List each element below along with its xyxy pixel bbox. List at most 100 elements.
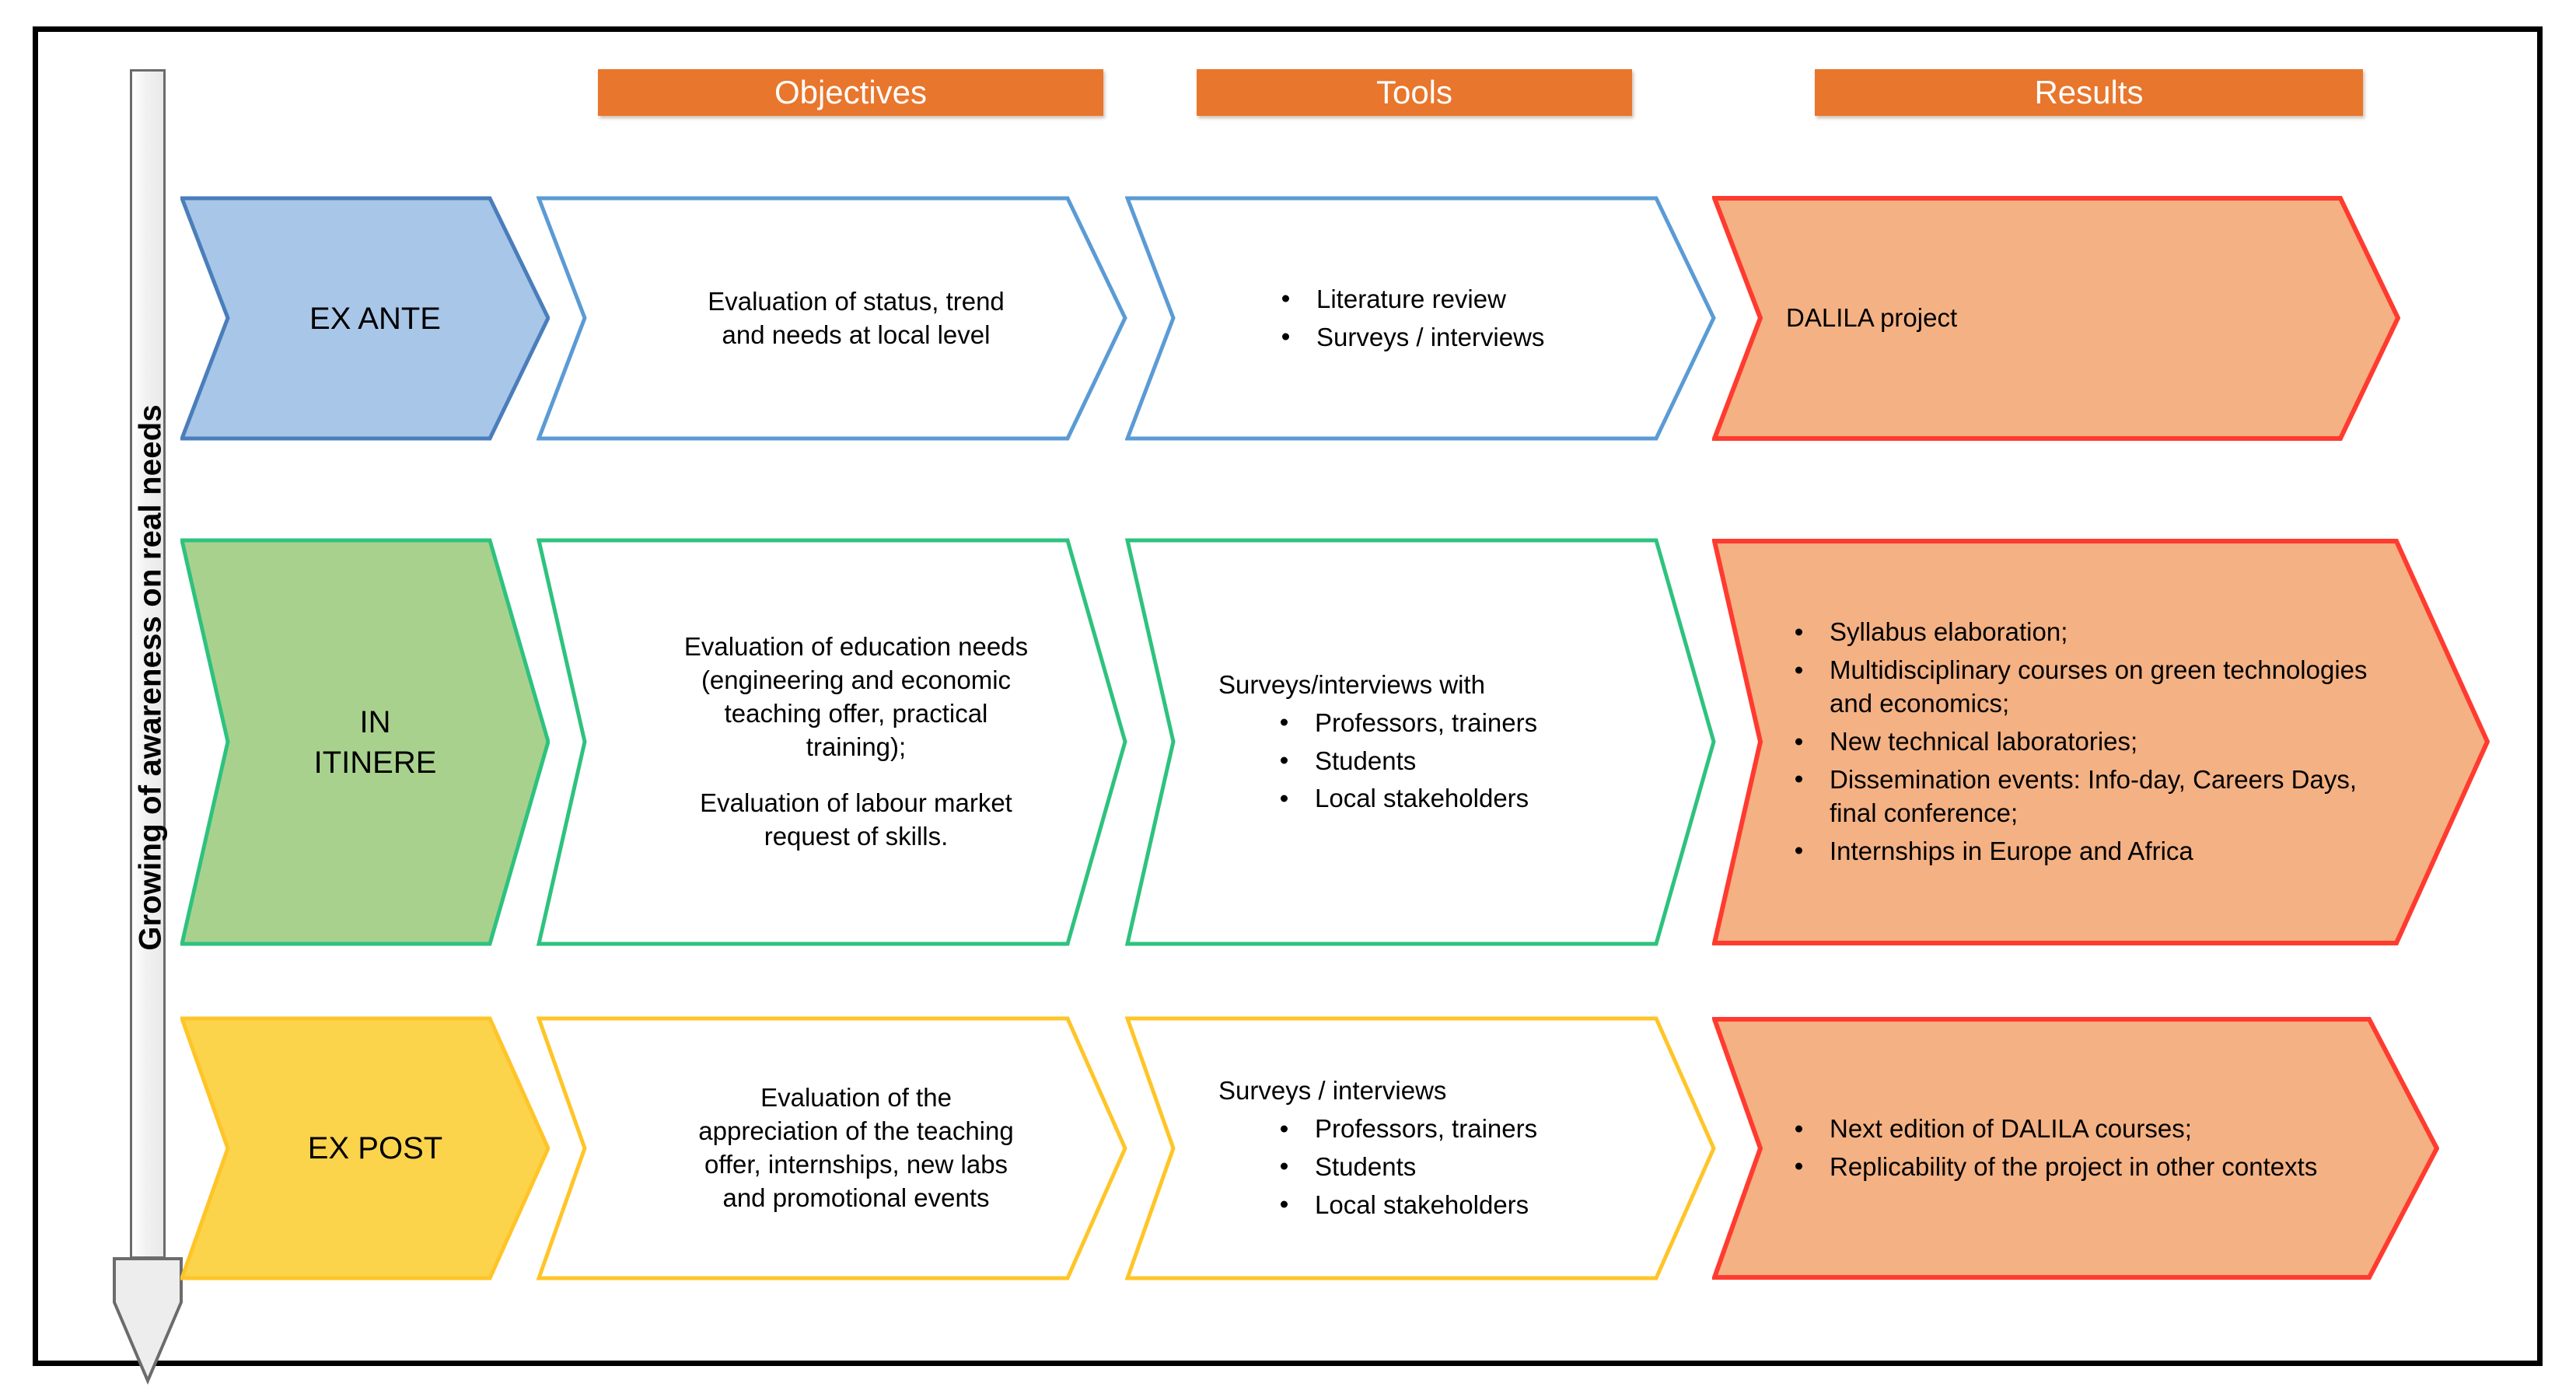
objectives-line: teaching offer, practical [724,698,988,728]
diagram-frame: Growing of awareness on real needs Objec… [33,26,2543,1385]
list-item-label: Dissemination events: Info-day, Careers … [1830,764,2357,827]
stage-label: ITINERE [313,745,437,780]
objectives-line: and needs at local level [722,320,991,349]
list-item-label: Local stakeholders [1315,1190,1529,1219]
list-item-label: Students [1315,1152,1417,1181]
stage-label: IN [359,704,391,739]
list-item: Surveys / interviews [1273,321,1685,355]
tools-list: Literature review Surveys / interviews [1273,283,1685,355]
stage-label: EX POST [307,1131,443,1165]
cell-content: Evaluation of education needs (engineeri… [537,538,1127,946]
list-item-label: Professors, trainers [1315,707,1538,737]
growth-arrow-shaft [130,69,166,1259]
list-item: New technical laboratories; [1786,725,2396,759]
list-item-label: Replicability of the project in other co… [1830,1152,2318,1181]
objectives-line: (engineering and economic [701,665,1012,694]
results-list: Syllabus elaboration; Multidisciplinary … [1786,616,2396,868]
chevron-shape [1712,538,2490,946]
row-ex-ante-results: DALILA project [1712,196,2400,441]
chevron-shape [537,538,1127,946]
chevron-shape [1125,196,1716,441]
cell-content: EX POST [180,1016,550,1280]
cell-content: Surveys / interviews Professors, trainer… [1125,1016,1716,1280]
objectives-line: and promotional events [722,1183,990,1212]
row-ex-post-stage: EX POST [180,1016,550,1280]
bullet-icon [1281,1125,1288,1133]
bullet-icon [1281,1162,1288,1170]
stage-label: EX ANTE [309,301,441,336]
bullet-icon [1795,628,1802,636]
cell-content: Literature review Surveys / interviews [1125,196,1716,441]
bullet-icon [1281,718,1288,726]
objectives-line: Evaluation of education needs [683,631,1029,661]
list-item-label: Local stakeholders [1315,784,1529,813]
bullet-icon [1795,847,1802,854]
list-item: Professors, trainers [1271,707,1685,740]
chevron-shape [180,1016,550,1280]
row-ex-ante-tools: Literature review Surveys / interviews [1125,196,1716,441]
chevron-shape [1712,196,2400,441]
row-in-itinere-stage: IN ITINERE [180,538,550,946]
list-item-label: Next edition of DALILA courses; [1830,1114,2192,1144]
list-item-label: Multidisciplinary courses on green techn… [1830,655,2368,718]
bullet-icon [1795,738,1802,745]
list-item: Local stakeholders [1271,782,1685,816]
list-item: Students [1271,745,1685,778]
down-arrow-icon [112,1254,184,1385]
tools-lead: Surveys / interviews [1218,1076,1447,1106]
list-item-label: Syllabus elaboration; [1830,617,2068,647]
bullet-icon [1795,666,1802,674]
list-item: Next edition of DALILA courses; [1786,1113,2346,1146]
cell-content: Evaluation of the appreciation of the te… [537,1016,1127,1280]
growth-arrow: Growing of awareness on real needs [112,69,184,1385]
row-ex-ante-stage: EX ANTE [180,196,550,441]
bullet-icon [1795,775,1802,783]
objectives-line: request of skills. [764,822,949,851]
objectives-line: training); [806,732,907,761]
bullet-icon [1282,333,1289,341]
row-ex-post-tools: Surveys / interviews Professors, trainer… [1125,1016,1716,1280]
cell-content: Syllabus elaboration; Multidisciplinary … [1712,538,2490,946]
list-item: Internships in Europe and Africa [1786,835,2396,868]
chevron-shape [180,538,550,946]
chevron-shape [537,1016,1127,1280]
objectives-line: Evaluation of the [760,1083,952,1113]
growth-axis-label: Growing of awareness on real needs [133,404,168,951]
list-item: Professors, trainers [1271,1113,1685,1146]
results-text: DALILA project [1786,303,1958,333]
list-item-label: New technical laboratories; [1830,727,2138,756]
row-ex-post-objectives: Evaluation of the appreciation of the te… [537,1016,1127,1280]
row-ex-ante-objectives: Evaluation of status, trend and needs at… [537,196,1127,441]
cell-content: Surveys/interviews with Professors, trai… [1125,538,1716,946]
chevron-shape [1712,1016,2439,1280]
tools-list: Professors, trainers Students Local stak… [1218,1113,1685,1222]
list-item-label: Literature review [1316,284,1506,313]
row-in-itinere-objectives: Evaluation of education needs (engineeri… [537,538,1127,946]
list-item-label: Students [1315,746,1417,775]
cell-content: Evaluation of status, trend and needs at… [537,196,1127,441]
chevron-shape [1125,1016,1716,1280]
list-item: Dissemination events: Info-day, Careers … [1786,763,2396,830]
list-item: Multidisciplinary courses on green techn… [1786,654,2396,721]
tools-lead: Surveys/interviews with [1218,669,1485,699]
list-item: Local stakeholders [1271,1189,1685,1222]
objectives-line: Evaluation of status, trend [708,286,1005,316]
bullet-icon [1282,295,1289,302]
cell-content: EX ANTE [180,196,550,441]
bullet-icon [1281,756,1288,764]
list-item-label: Professors, trainers [1315,1114,1538,1144]
tools-list: Professors, trainers Students Local stak… [1218,707,1685,816]
objectives-line: offer, internships, new labs [704,1150,1008,1179]
list-item: Students [1271,1151,1685,1184]
row-in-itinere-results: Syllabus elaboration; Multidisciplinary … [1712,538,2490,946]
cell-content: Next edition of DALILA courses; Replicab… [1712,1016,2439,1280]
list-item: Literature review [1273,283,1685,316]
bullet-icon [1795,1125,1802,1133]
bullet-icon [1281,1200,1288,1208]
chevron-shape [537,196,1127,441]
objectives-line: appreciation of the teaching [698,1116,1014,1146]
list-item: Syllabus elaboration; [1786,616,2396,649]
column-header-objectives: Objectives [598,69,1103,116]
results-list: Next edition of DALILA courses; Replicab… [1786,1113,2346,1184]
objectives-line: Evaluation of labour market [700,788,1012,818]
